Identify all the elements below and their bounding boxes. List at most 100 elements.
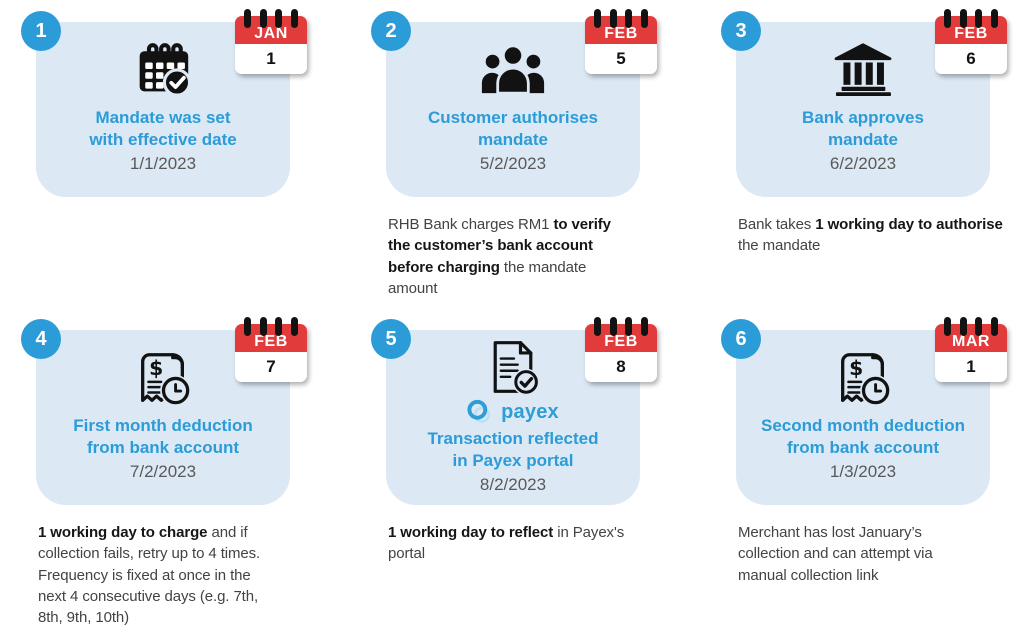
step-number-badge: 5 bbox=[371, 319, 411, 359]
description-segment: Bank takes bbox=[738, 216, 816, 233]
payex-logo: payex bbox=[467, 399, 559, 426]
calendar-date-badge: FEB 8 bbox=[585, 317, 657, 382]
calendar-peg bbox=[594, 9, 601, 28]
timeline-step: 4 FEB 7 $ bbox=[21, 317, 307, 628]
calendar-peg bbox=[244, 317, 251, 336]
calendar-peg bbox=[990, 9, 998, 28]
calendar-peg bbox=[290, 9, 298, 28]
calendar-peg bbox=[959, 9, 967, 28]
receipt-clock-icon: $ bbox=[831, 344, 895, 410]
step-number-badge: 3 bbox=[721, 11, 761, 51]
calendar-peg bbox=[640, 9, 648, 28]
step-description: Bank takes 1 working day to authorise th… bbox=[738, 214, 1024, 257]
calendar-day-label: 1 bbox=[235, 44, 307, 74]
step-number: 6 bbox=[735, 327, 747, 350]
calendar-day-label: 8 bbox=[585, 352, 657, 382]
calendar-peg bbox=[594, 317, 601, 336]
calendar-peg bbox=[625, 317, 633, 336]
calendar-peg bbox=[275, 317, 283, 336]
step-number-badge: 4 bbox=[21, 319, 61, 359]
calendar-peg bbox=[259, 9, 267, 28]
calendar-body: MAR 1 bbox=[935, 324, 1007, 382]
calendar-peg bbox=[640, 317, 648, 336]
step-date: 5/2/2023 bbox=[479, 153, 547, 173]
step-number: 1 bbox=[35, 19, 47, 42]
timeline-step: 5 FEB 8 bbox=[371, 317, 657, 628]
bank-icon bbox=[832, 36, 894, 102]
timeline-step: 6 MAR 1 $ bbox=[721, 317, 1007, 628]
description-segment: 1 working day to reflect bbox=[388, 524, 554, 541]
svg-text:$: $ bbox=[849, 356, 863, 380]
description-segment: to verify the customer’s bank account be… bbox=[388, 216, 611, 276]
calendar-day-label: 1 bbox=[935, 352, 1007, 382]
calendar-peg bbox=[944, 317, 951, 336]
receipt-clock-icon: $ bbox=[131, 344, 195, 410]
calendar-peg bbox=[975, 9, 983, 28]
calendar-binding-pegs bbox=[935, 9, 1007, 29]
step-description: RHB Bank charges RM1 to verify the custo… bbox=[388, 214, 684, 299]
step-title: Customer authorises mandate bbox=[427, 108, 599, 150]
calendar-peg bbox=[259, 317, 267, 336]
calendar-peg bbox=[959, 317, 967, 336]
step-card: 1 JAN 1 bbox=[21, 9, 307, 197]
timeline-step: 3 FEB 6 bbox=[721, 9, 1007, 330]
document-check-glyph bbox=[493, 341, 540, 396]
calendar-binding-pegs bbox=[585, 317, 657, 337]
payex-wordmark: payex bbox=[501, 401, 559, 423]
step-card: 5 FEB 8 bbox=[371, 317, 657, 505]
description-segment: Merchant has lost January’s collection a… bbox=[738, 524, 933, 584]
step-title: First month deduction from bank account bbox=[73, 416, 253, 458]
people-group-glyph bbox=[481, 44, 545, 95]
description-segment: in Payex's portal bbox=[388, 524, 625, 563]
step-date: 6/2/2023 bbox=[829, 153, 897, 173]
step-number-badge: 6 bbox=[721, 319, 761, 359]
step-date: 8/2/2023 bbox=[479, 474, 547, 494]
calendar-peg bbox=[290, 317, 298, 336]
step-card: 4 FEB 7 $ bbox=[21, 317, 307, 505]
step-description: 1 working day to charge and if collectio… bbox=[38, 522, 334, 628]
step-date: 1/1/2023 bbox=[129, 153, 197, 173]
step-title: Bank approves mandate bbox=[802, 108, 924, 150]
description-segment: 1 working day to authorise bbox=[815, 216, 1003, 233]
description-segment: the mandate amount bbox=[388, 258, 587, 297]
calendar-check-glyph bbox=[139, 43, 192, 97]
calendar-date-badge: FEB 6 bbox=[935, 9, 1007, 74]
receipt-clock-glyph: $ bbox=[141, 353, 192, 407]
calendar-peg bbox=[609, 317, 617, 336]
calendar-peg bbox=[625, 9, 633, 28]
svg-text:$: $ bbox=[149, 356, 163, 380]
timeline-step: 2 FEB 5 bbox=[371, 9, 657, 330]
calendar-binding-pegs bbox=[235, 317, 307, 337]
calendar-peg bbox=[609, 9, 617, 28]
calendar-peg bbox=[275, 9, 283, 28]
step-number-badge: 1 bbox=[21, 11, 61, 51]
calendar-day-label: 5 bbox=[585, 44, 657, 74]
step-card: 6 MAR 1 $ bbox=[721, 317, 1007, 505]
calendar-binding-pegs bbox=[935, 317, 1007, 337]
step-date: 1/3/2023 bbox=[829, 461, 897, 481]
people-group-icon bbox=[480, 36, 546, 102]
calendar-binding-pegs bbox=[235, 9, 307, 29]
step-date: 7/2/2023 bbox=[129, 461, 197, 481]
bank-glyph bbox=[834, 43, 892, 96]
step-description: Merchant has lost January’s collection a… bbox=[738, 522, 1024, 586]
step-title: Second month deduction from bank account bbox=[761, 416, 965, 458]
calendar-date-badge: FEB 7 bbox=[235, 317, 307, 382]
description-segment: 1 working day to charge bbox=[38, 524, 208, 541]
timeline-step: 1 JAN 1 bbox=[21, 9, 307, 330]
document-check-icon bbox=[486, 341, 540, 396]
receipt-clock-glyph: $ bbox=[841, 353, 892, 407]
calendar-peg bbox=[990, 317, 998, 336]
calendar-day-label: 6 bbox=[935, 44, 1007, 74]
step-number: 2 bbox=[385, 19, 397, 42]
step-title: Mandate was set with effective date bbox=[89, 108, 237, 150]
step-title: Transaction reflected in Payex portal bbox=[427, 429, 599, 471]
payex-rings-icon bbox=[467, 399, 491, 423]
step-number-badge: 2 bbox=[371, 11, 411, 51]
calendar-date-badge: JAN 1 bbox=[235, 9, 307, 74]
description-segment: and if collection fails, retry up to 4 t… bbox=[38, 524, 261, 627]
calendar-peg bbox=[944, 9, 951, 28]
step-number: 3 bbox=[735, 19, 747, 42]
calendar-peg bbox=[244, 9, 251, 28]
calendar-date-badge: FEB 5 bbox=[585, 9, 657, 74]
